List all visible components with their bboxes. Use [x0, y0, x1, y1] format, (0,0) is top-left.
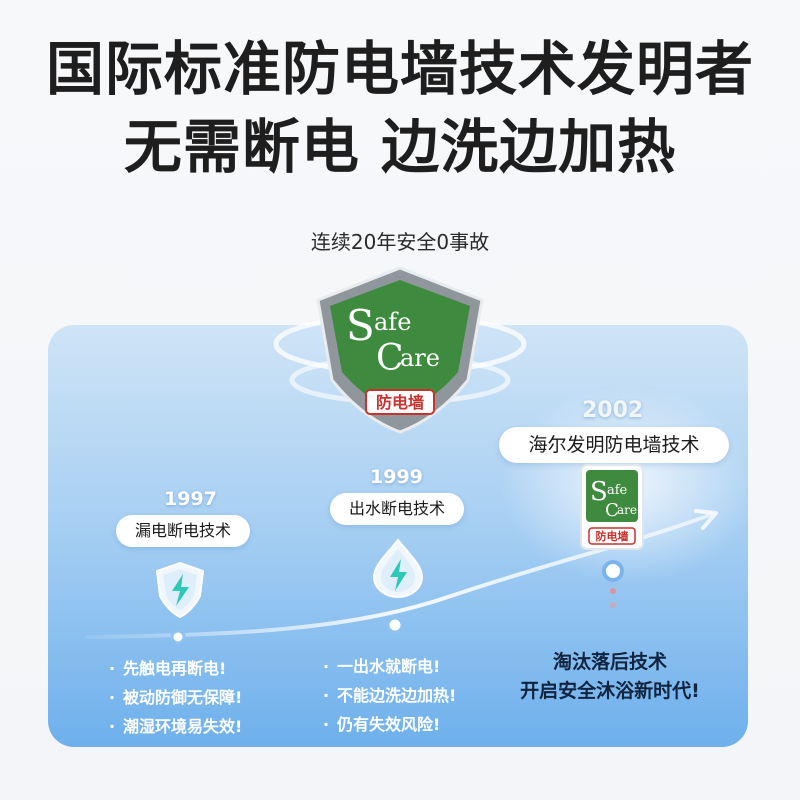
timeline-arrowhead: [694, 509, 718, 530]
year-label-1999: 1999: [370, 466, 423, 488]
badge-seal-frame: [365, 389, 435, 415]
safe-care-badge-icon: S afe C are 防电墙: [580, 464, 644, 550]
list-item: ·不能边洗边加热!: [323, 686, 457, 705]
lightning-shield-icon: [155, 561, 205, 619]
list-item: ·被动防御无保障!: [109, 688, 243, 707]
year-label-1997: 1997: [164, 488, 217, 510]
timeline-node-1999: [386, 616, 404, 634]
bullet-list-1999: ·一出水就断电! ·不能边洗边加热! ·仍有失效风险!: [323, 652, 456, 739]
safe-care-shield-icon: S afe C are 防电墙: [273, 266, 527, 434]
list-item: ·仍有失效风险!: [323, 715, 441, 734]
list-item: ·先触电再断电!: [109, 659, 227, 678]
mini-badge-care-c: C: [605, 500, 619, 521]
badge-care-c: C: [376, 338, 404, 379]
milestone-label-2002: 海尔发明防电墙技术: [499, 427, 729, 463]
mini-badge-seal-frame: [588, 527, 636, 545]
list-item: ·潮湿环境易失效!: [109, 717, 243, 736]
closing-line-2: 开启安全沐浴新时代!: [520, 680, 700, 702]
icon-bolt: [390, 559, 407, 591]
mini-badge-green: [586, 470, 638, 522]
timeline-node-1997: [170, 629, 186, 645]
milestone-label-1997: 漏电断电技术: [116, 515, 250, 547]
closing-line-1: 淘汰落后技术: [552, 651, 667, 673]
year-label-2002: 2002: [582, 398, 644, 423]
headline-line-2: 无需断电 边洗边加热: [123, 113, 677, 181]
mini-badge-care-rest: are: [617, 503, 637, 517]
timeline-dot: [610, 588, 616, 594]
badge-care-rest: are: [400, 344, 440, 372]
timeline-node-2002: [602, 560, 624, 582]
bullet-list-1997: ·先触电再断电! ·被动防御无保障! ·潮湿环境易失效!: [109, 654, 242, 741]
subtitle: 连续20年安全0事故: [310, 230, 490, 254]
mini-badge-safe-rest: afe: [607, 483, 628, 498]
mini-badge-safe-s: S: [590, 477, 608, 507]
milestone-label-1999: 出水断电技术: [330, 493, 464, 525]
badge-seal: 防电墙: [376, 393, 424, 412]
mini-badge-seal: 防电墙: [596, 529, 629, 543]
badge-safe-s: S: [346, 301, 375, 350]
headline-line-1: 国际标准防电墙技术发明者: [45, 35, 754, 103]
lightning-drop-icon: [372, 538, 424, 598]
list-item: ·一出水就断电!: [323, 657, 441, 676]
closing-statement: 淘汰落后技术 开启安全沐浴新时代!: [490, 648, 730, 706]
timeline-dot: [610, 602, 616, 608]
badge-safe-rest: afe: [374, 308, 411, 336]
icon-bolt: [172, 574, 189, 606]
shield-inner: [330, 280, 470, 414]
